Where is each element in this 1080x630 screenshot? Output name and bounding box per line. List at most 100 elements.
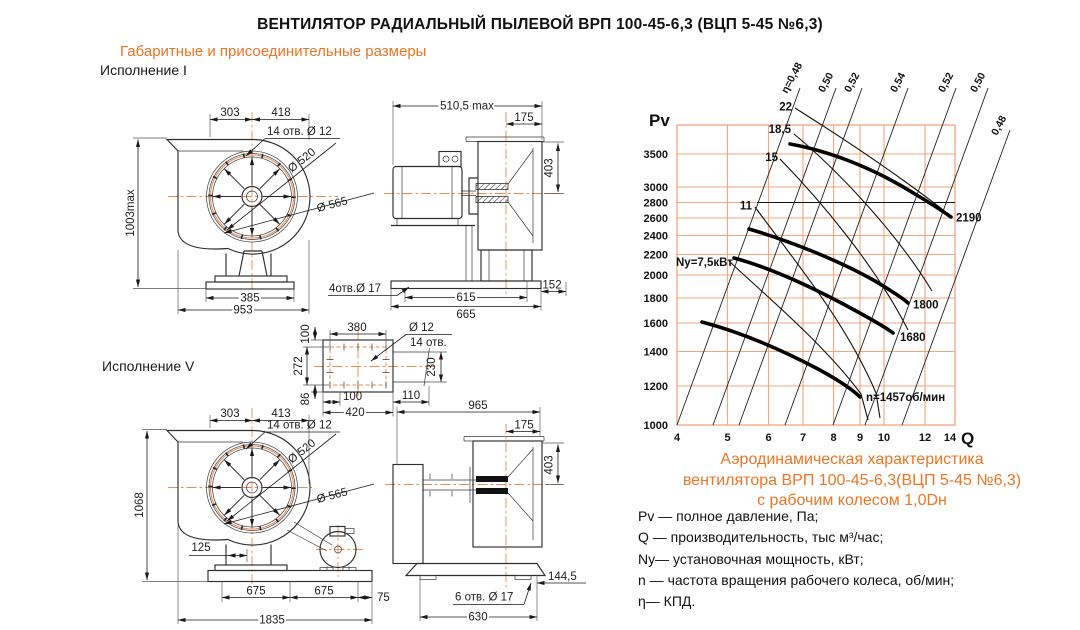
curve-n1680 xyxy=(732,256,895,335)
base-plate xyxy=(390,280,542,290)
svg-text:3500: 3500 xyxy=(644,149,668,161)
base-plate xyxy=(207,569,373,583)
y-tick-labels: 3500 3000 2800 2600 2400 2200 2000 1800 … xyxy=(644,149,668,432)
dim-100-bottom: 100 xyxy=(343,391,362,403)
motor-ribs xyxy=(401,166,453,219)
caption-line-2: вентилятора ВРП 100-45-6,3(ВЦП 5-45 №6,3… xyxy=(682,471,1022,489)
svg-text:1000: 1000 xyxy=(644,420,668,432)
label-1680: 1680 xyxy=(900,332,926,344)
pedestal-plate xyxy=(214,564,288,572)
dim-418: 418 xyxy=(271,107,290,119)
label-ny-7-5kw: Ny=7,5кВт xyxy=(676,257,733,269)
hub xyxy=(241,476,263,499)
hub-block-top xyxy=(476,476,508,482)
dim-615: 615 xyxy=(456,292,475,304)
junction-bolt xyxy=(451,155,459,163)
svg-text:2200: 2200 xyxy=(644,250,668,262)
legend-eta: η— КПД. xyxy=(638,593,696,610)
pressure-curves xyxy=(700,142,953,399)
label-eta-050b: 0,50 xyxy=(968,71,988,95)
dim-dia12: Ø 12 xyxy=(409,322,434,334)
dim-dia565: Ø 565 xyxy=(316,195,349,215)
svg-text:1600: 1600 xyxy=(644,318,668,330)
aero-chart: Pv Q 3500 3000 2800 2600 2400 2200 2000 … xyxy=(644,61,1011,448)
page-title: ВЕНТИЛЯТОР РАДИАЛЬНЫЙ ПЫЛЕВОЙ ВРП 100-45… xyxy=(257,16,823,33)
dim-665: 665 xyxy=(456,309,475,321)
dim-175: 175 xyxy=(514,112,533,124)
inlet-collar xyxy=(468,177,478,215)
motor-pad xyxy=(319,567,334,571)
pedestal-plate xyxy=(214,275,288,283)
motor-pulley xyxy=(319,530,357,569)
curve-n2190 xyxy=(788,142,953,219)
dim-144-5: 144,5 xyxy=(548,571,577,583)
label-eta-048b: 0,48 xyxy=(989,114,1009,138)
dim-75: 75 xyxy=(377,592,390,604)
curve-labels: 2190 1800 1680 n=1457об/мин xyxy=(866,213,982,405)
dim-dia565: Ø 565 xyxy=(316,486,349,506)
hub-bore xyxy=(246,190,258,203)
svg-text:3000: 3000 xyxy=(644,182,668,194)
junction-bolt xyxy=(442,155,450,163)
y-axis-label: Pv xyxy=(649,111,670,130)
svg-text:10: 10 xyxy=(878,432,890,444)
label-eta-052a: 0,52 xyxy=(842,71,862,95)
motor-feet xyxy=(396,218,473,281)
label-18-5kw: 18,5 xyxy=(769,124,792,136)
base-plate xyxy=(404,562,547,577)
base-pad xyxy=(514,575,532,580)
inlet-ring-outer xyxy=(206,441,298,534)
hub-bore xyxy=(246,481,258,494)
hub-coupling-top xyxy=(475,183,509,190)
centerlines xyxy=(314,330,438,402)
dim-1835: 1835 xyxy=(259,615,285,627)
dim-175: 175 xyxy=(514,420,533,432)
x-axis-label: Q xyxy=(961,429,974,448)
dim-230: 230 xyxy=(426,357,438,376)
inlet-rim xyxy=(212,156,292,237)
dim-413: 413 xyxy=(271,408,290,420)
bolt-marks xyxy=(326,343,390,389)
curve-n1457 xyxy=(700,320,862,399)
dim-14-holes: 14 отв. xyxy=(410,337,447,349)
label-eta-052b: 0,52 xyxy=(936,71,956,95)
svg-text:1200: 1200 xyxy=(644,381,668,393)
caption-line-3: с рабочим колесом 1,0Dн xyxy=(757,492,947,509)
base-plate xyxy=(205,281,295,290)
outlet-flange xyxy=(463,436,545,442)
dim-86: 86 xyxy=(300,393,312,406)
motor-pad xyxy=(342,567,357,571)
hub xyxy=(241,185,263,208)
caption-line-1: Аэродинамическая характеристика xyxy=(720,451,984,468)
power-labels: 22 18,5 15 11 Ny=7,5кВт xyxy=(676,102,792,270)
pedestal xyxy=(225,250,272,277)
shaft-bearings xyxy=(423,467,476,503)
hub-coupling-bottom xyxy=(475,196,509,203)
dim-420: 420 xyxy=(345,407,364,419)
svg-text:14: 14 xyxy=(944,432,957,444)
x-tick-labels: 4 5 6 7 8 9 10 12 14 xyxy=(674,432,957,444)
label-1800: 1800 xyxy=(913,300,939,312)
dim-675a: 675 xyxy=(246,586,265,598)
housing xyxy=(477,140,543,251)
support-columns xyxy=(225,544,272,565)
svg-text:4: 4 xyxy=(674,432,681,444)
dim-holes-4x17: 4отв.Ø 17 xyxy=(329,283,381,295)
svg-text:8: 8 xyxy=(831,432,837,444)
motor-nipple xyxy=(344,528,355,534)
dim-303: 303 xyxy=(220,107,239,119)
dim-965: 965 xyxy=(468,400,487,412)
exec5-front-view: 1068 303 413 14 отв. Ø 12 Ø 520 Ø 565 12… xyxy=(134,408,390,629)
section-subtitle: Габаритные и присоединительные размеры xyxy=(120,43,427,60)
housing xyxy=(472,440,543,548)
dim-110: 110 xyxy=(402,390,420,402)
centerlines xyxy=(384,112,562,298)
exec5-side-view: 965 175 403 144,5 6 отв. Ø 17 630 xyxy=(385,400,586,626)
svg-text:12: 12 xyxy=(919,432,931,444)
svg-text:2400: 2400 xyxy=(644,231,668,243)
dim-272: 272 xyxy=(293,356,305,375)
label-eta-054: 0,54 xyxy=(888,71,908,95)
svg-text:5: 5 xyxy=(724,432,730,444)
legend-ny: Ny— установочная мощность, кВт; xyxy=(638,550,864,567)
bolt-ticks xyxy=(208,152,296,241)
